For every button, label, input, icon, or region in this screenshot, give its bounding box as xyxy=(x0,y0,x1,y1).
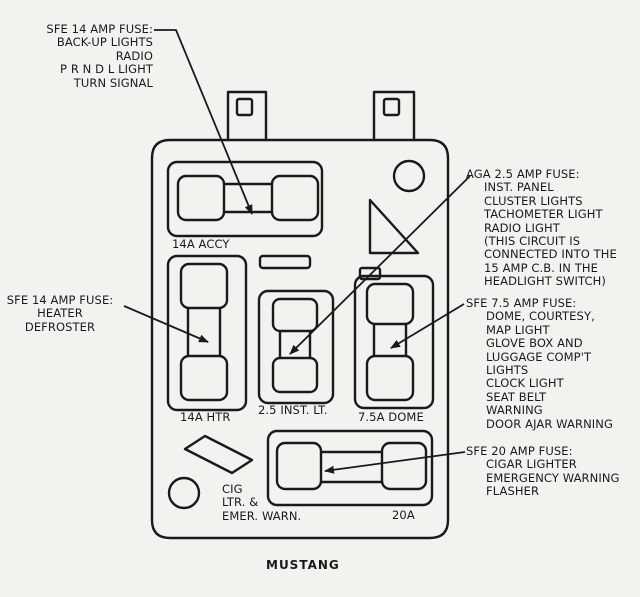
callout-item: HEATER xyxy=(37,306,83,321)
fuse-cap-dome-top xyxy=(365,282,415,326)
leader-dome xyxy=(390,303,465,349)
callout-item: SEAT BELT xyxy=(486,389,547,404)
leader-accy xyxy=(154,29,253,215)
fuse-cap-htr-bottom xyxy=(179,354,229,402)
fuse-label-cig: CIG LTR. & EMER. WARN. xyxy=(222,482,302,523)
leader-20a xyxy=(324,451,466,474)
callout-item: FLASHER xyxy=(486,484,540,499)
fuse-label-accy: 14A ACCY xyxy=(172,237,230,251)
fuse-holder-dome xyxy=(353,274,435,410)
callout-item: 15 AMP C.B. IN THE xyxy=(484,260,598,275)
callout-backup-fuse: SFE 14 AMP FUSE: BACK-UP LIGHTS RADIO P … xyxy=(46,22,153,90)
fuse-cap-htr-top xyxy=(179,262,229,310)
mounting-hole-bottom-left xyxy=(167,476,201,510)
callout-item: CIGAR LIGHTER xyxy=(486,457,577,472)
callout-item: EMERGENCY WARNING xyxy=(486,470,620,485)
callout-item: DOME, COURTESY, xyxy=(486,309,595,324)
callout-title: AGA 2.5 AMP FUSE: xyxy=(466,167,580,181)
fuse-label-htr: 14A HTR xyxy=(180,410,231,424)
fuse-label-dome: 7.5A DOME xyxy=(358,410,424,424)
mounting-hole-top-right xyxy=(392,159,426,193)
leader-inst xyxy=(289,175,471,355)
callout-item: WARNING xyxy=(486,403,543,418)
callout-item: P R N D L LIGHT xyxy=(60,62,153,77)
fuse-cap-accy-left xyxy=(176,174,226,222)
fuse-label-cig-line: LTR. & xyxy=(222,495,259,510)
triangle-key xyxy=(368,198,420,255)
leader-htr xyxy=(123,305,209,343)
callout-item: BACK-UP LIGHTS xyxy=(56,35,153,50)
fuse-cap-inst-bottom xyxy=(271,356,319,394)
callout-title: SFE 7.5 AMP FUSE: xyxy=(466,296,577,310)
cig-terminal-key xyxy=(183,434,254,475)
fuse-cap-dome-bottom xyxy=(365,354,415,402)
fuse-holder-inst xyxy=(257,289,335,405)
callout-item: DOOR AJAR WARNING xyxy=(486,416,613,431)
callout-dome-fuse: SFE 7.5 AMP FUSE: DOME, COURTESY, MAP LI… xyxy=(466,296,613,431)
callout-item: INST. PANEL xyxy=(484,180,554,195)
fuse-holder-accy xyxy=(166,160,324,238)
callout-item: LUGGAGE COMP'T xyxy=(486,349,592,364)
mounting-tab-left xyxy=(226,90,268,142)
fuse-holder-20a xyxy=(266,429,434,507)
mounting-tab-right-slot xyxy=(382,97,401,117)
callout-title: SFE 20 AMP FUSE: xyxy=(466,444,573,458)
fuse-label-20a: 20A xyxy=(392,508,415,522)
fuse-holder-htr xyxy=(166,254,248,412)
callout-item: CONNECTED INTO THE xyxy=(484,247,617,262)
fuse-cap-accy-right xyxy=(270,174,320,222)
callout-item: TURN SIGNAL xyxy=(73,75,153,90)
spare-slot-top xyxy=(258,254,312,270)
callout-item: TACHOMETER LIGHT xyxy=(484,207,603,222)
fuse-cap-20a-left xyxy=(275,441,323,491)
callout-item: CLOCK LIGHT xyxy=(486,376,564,391)
mounting-tab-right xyxy=(372,90,416,142)
fuse-block-outline xyxy=(150,138,450,540)
callout-title: SFE 14 AMP FUSE: xyxy=(6,293,114,307)
callout-item: DEFROSTER xyxy=(24,319,96,334)
diagram-caption: MUSTANG xyxy=(266,558,340,572)
mounting-tab-left-slot xyxy=(235,97,254,117)
callout-heater-fuse: SFE 14 AMP FUSE: HEATER DEFROSTER xyxy=(2,293,118,334)
callout-item: HEADLIGHT SWITCH) xyxy=(484,274,606,289)
fuse-cap-20a-right xyxy=(380,441,428,491)
callout-item: RADIO LIGHT xyxy=(484,220,560,235)
callout-item: GLOVE BOX AND xyxy=(486,336,583,351)
fuse-cap-inst-top xyxy=(271,297,319,333)
fuse-label-inst: 2.5 INST. LT. xyxy=(258,403,328,417)
callout-inst-panel-fuse: AGA 2.5 AMP FUSE: INST. PANEL CLUSTER LI… xyxy=(466,167,617,289)
callout-title: SFE 14 AMP FUSE: xyxy=(46,22,153,36)
callout-item: (THIS CIRCUIT IS xyxy=(484,234,581,249)
callout-item: CLUSTER LIGHTS xyxy=(484,193,583,208)
callout-item: MAP LIGHT xyxy=(486,322,550,337)
callout-item: RADIO xyxy=(115,48,153,63)
fuse-label-cig-line: CIG xyxy=(222,482,243,496)
spare-slot-right xyxy=(358,266,382,281)
callout-item: LIGHTS xyxy=(486,363,529,378)
fuse-label-cig-line: EMER. WARN. xyxy=(222,508,302,523)
callout-cigar-fuse: SFE 20 AMP FUSE: CIGAR LIGHTER EMERGENCY… xyxy=(466,444,620,499)
